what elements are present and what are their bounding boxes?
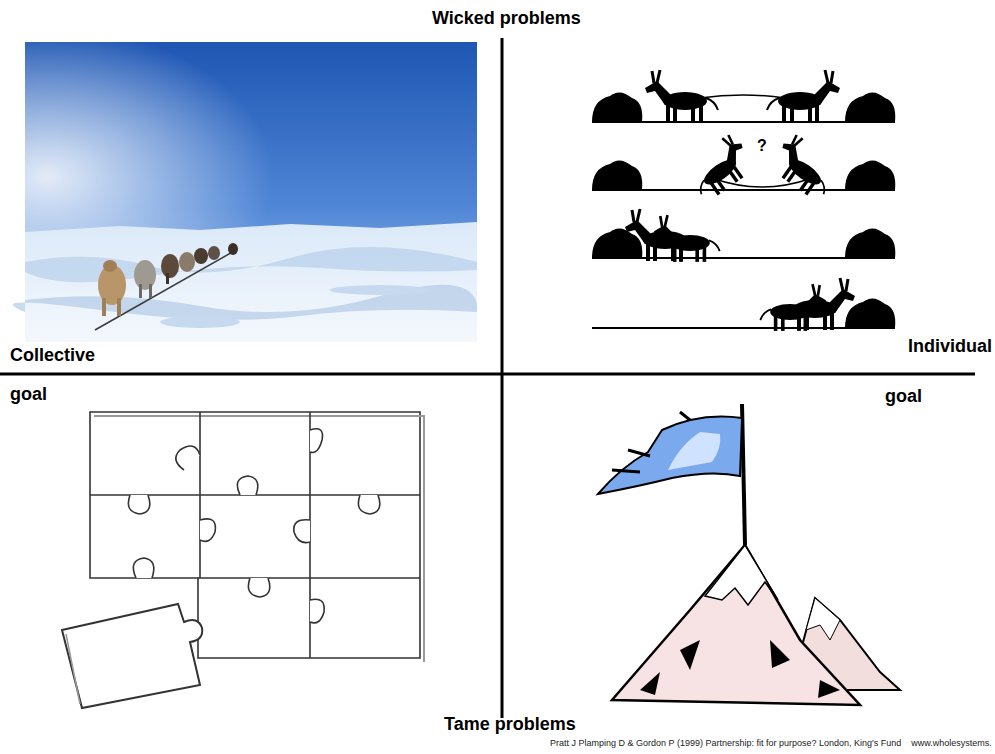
cartoon-question-mark: ?: [755, 137, 769, 155]
dog-sled-photo: [13, 42, 477, 342]
axis-label: Collective: [10, 345, 95, 366]
source-caption: Pratt J Plamping D & Gordon P (1999) Par…: [550, 738, 992, 748]
axis-label: Tame problems: [444, 714, 576, 735]
jigsaw-puzzle: [62, 412, 424, 708]
quadrant-axes: [0, 38, 975, 718]
axis-label: goal: [10, 384, 47, 405]
axis-label: goal: [885, 386, 922, 407]
axis-label: Wicked problems: [432, 8, 581, 29]
axis-label: Individual: [908, 336, 992, 357]
cooperating-donkeys-cartoon: [592, 70, 895, 331]
mountain-flag: [598, 404, 900, 705]
